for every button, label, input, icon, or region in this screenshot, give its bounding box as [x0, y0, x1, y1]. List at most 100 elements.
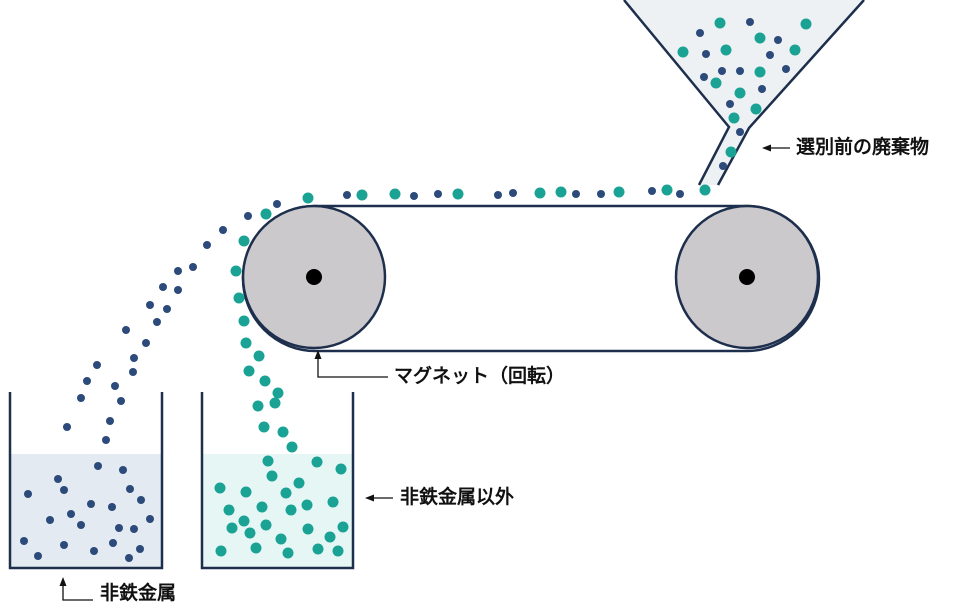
non-magnetic-particle [258, 421, 270, 433]
metal-particle [648, 187, 656, 195]
non-magnetic-particle [233, 292, 245, 304]
metal-particle [87, 500, 95, 508]
hopper-left-wall [623, 0, 731, 186]
arrow-non-ferrous [59, 577, 93, 601]
non-magnetic-particle [277, 426, 289, 438]
metal-particle [126, 485, 134, 493]
metal-particle [758, 85, 766, 93]
label-waste-before: 選別前の廃棄物 [796, 136, 930, 158]
non-magnetic-particle [250, 542, 262, 554]
metal-particle [125, 554, 133, 562]
non-magnetic-particle [244, 527, 256, 539]
metal-particle [63, 423, 71, 431]
metal-particle [77, 394, 85, 402]
non-magnetic-particle [259, 375, 271, 387]
non-magnetic-particle [282, 547, 294, 559]
non-magnetic-particle [275, 533, 287, 545]
metal-particle [77, 521, 85, 529]
metal-particle [153, 318, 161, 326]
label-magnet: マグネット（回転） [394, 365, 566, 387]
non-magnetic-particle [293, 477, 305, 489]
metal-particle [90, 547, 98, 555]
metal-particle [774, 36, 782, 44]
non-magnetic-particle [332, 545, 344, 557]
non-magnetic-particle [356, 189, 368, 201]
metal-particle [174, 267, 182, 275]
non-magnetic-particle [285, 504, 297, 516]
non-magnetic-particle [302, 523, 314, 535]
non-magnetic-particle [335, 463, 347, 475]
non-magnetic-particle [280, 487, 292, 499]
non-magnetic-particle [452, 188, 464, 200]
metal-particle [343, 191, 351, 199]
metal-particle [146, 301, 154, 309]
metal-particle [34, 552, 42, 560]
non-magnetic-particle [677, 46, 689, 58]
non-magnetic-particle [223, 504, 235, 516]
metal-particle [94, 462, 102, 470]
metal-particle [54, 475, 62, 483]
metal-particle [273, 200, 281, 208]
non-magnetic-particle [613, 186, 625, 198]
non-magnetic-particle [302, 192, 314, 204]
metal-particle [142, 339, 150, 347]
non-magnetic-particle [230, 265, 242, 277]
non-magnetic-particle [800, 18, 812, 30]
metal-particle [676, 190, 684, 198]
metal-particle [736, 67, 744, 75]
metal-particle [60, 486, 68, 494]
non-magnetic-particle [720, 44, 732, 56]
metal-particle [109, 539, 117, 547]
non-magnetic-particle [725, 146, 737, 158]
metal-particle [219, 226, 227, 234]
metal-particle [67, 510, 75, 518]
metal-particle [137, 496, 145, 504]
metal-particle [129, 368, 137, 376]
non-magnetic-particle [238, 235, 250, 247]
non-magnetic-particle [534, 187, 546, 199]
bin-other [200, 392, 355, 570]
metal-particle [60, 541, 68, 549]
metal-particle [108, 503, 116, 511]
non-magnetic-particle [324, 531, 336, 543]
metal-particle [244, 212, 252, 220]
metal-particle [509, 189, 517, 197]
metal-particle [24, 490, 32, 498]
non-magnetic-particle [253, 350, 265, 362]
non-magnetic-particle [728, 112, 740, 124]
non-magnetic-particle [555, 186, 567, 198]
hopper-right-wall [716, 0, 865, 186]
metal-particle [136, 545, 144, 553]
non-magnetic-particle [286, 441, 298, 453]
non-magnetic-particle [240, 486, 252, 498]
metal-particle [434, 190, 442, 198]
label-non-ferrous: 非鉄金属 [100, 582, 177, 604]
non-magnetic-particle [714, 17, 726, 29]
non-magnetic-particle [661, 184, 673, 196]
non-magnetic-particle [750, 103, 762, 115]
metal-particle [189, 263, 197, 271]
non-magnetic-particle [238, 315, 250, 327]
metal-particle [46, 516, 54, 524]
non-magnetic-particle [734, 87, 746, 99]
non-magnetic-particle [215, 545, 227, 557]
non-magnetic-particle [256, 501, 268, 513]
non-magnetic-particle [214, 482, 226, 494]
metal-particle [20, 537, 28, 545]
arrow-magnet [314, 350, 388, 378]
metal-particle [130, 525, 138, 533]
non-magnetic-particle [266, 470, 278, 482]
non-magnetic-particle [301, 499, 313, 511]
non-magnetic-particle [311, 456, 323, 468]
metal-particle [115, 524, 123, 532]
metal-particle [696, 29, 704, 37]
non-magnetic-particle [337, 521, 349, 533]
non-magnetic-particle [262, 455, 274, 467]
metal-particle [102, 436, 110, 444]
non-magnetic-particle [272, 387, 284, 399]
metal-particle [718, 67, 726, 75]
metal-particle [726, 100, 734, 108]
non-magnetic-particle [327, 496, 339, 508]
label-non-ferrous-other: 非鉄金属以外 [400, 486, 515, 508]
idler-axle [739, 269, 755, 285]
